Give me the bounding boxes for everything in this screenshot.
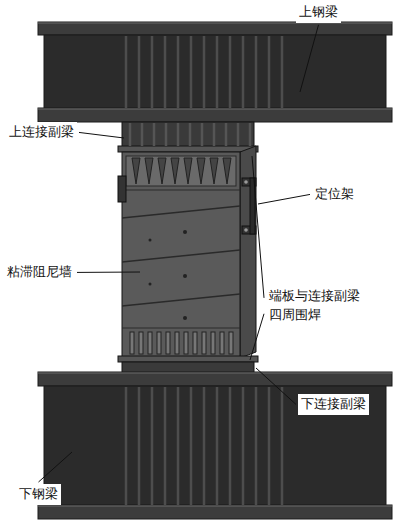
upper-sub-beam: [118, 122, 258, 152]
stiffener: [242, 387, 245, 505]
stiffener: [190, 387, 193, 505]
stiffener: [203, 36, 206, 108]
bracket: [223, 158, 231, 184]
bracket: [171, 158, 179, 184]
stiffener: [125, 387, 128, 505]
leader-line: [39, 452, 73, 482]
stiffener: [177, 36, 180, 108]
callout-label: 定位架: [312, 184, 357, 205]
stiffener: [268, 387, 271, 505]
stiffener: [225, 123, 228, 146]
stiffener: [281, 36, 284, 108]
stiffener: [138, 387, 141, 505]
stiffener: [249, 123, 252, 146]
stud: [166, 332, 170, 354]
leader-line: [256, 368, 296, 404]
stiffener: [242, 36, 245, 108]
bracket: [132, 158, 140, 184]
stiffener: [138, 36, 141, 108]
stiffener: [189, 123, 192, 146]
positioning-frame: [118, 176, 256, 234]
leader-line: [250, 314, 264, 360]
leader-line: [77, 272, 140, 273]
lower-sub-beam: [118, 356, 258, 374]
callout-label: 上连接副梁: [6, 122, 77, 143]
stiffener: [164, 36, 167, 108]
stiffener: [229, 387, 232, 505]
bracket: [158, 158, 166, 184]
bracket: [197, 158, 205, 184]
stiffener: [201, 123, 204, 146]
stud: [229, 332, 233, 354]
stiffener: [213, 123, 216, 146]
bracket: [210, 158, 218, 184]
stud: [220, 332, 224, 354]
leader-line: [252, 156, 264, 298]
lower-steel-beam: [38, 372, 392, 519]
stud: [130, 332, 134, 354]
stud: [175, 332, 179, 354]
stud: [157, 332, 161, 354]
stiffener: [229, 36, 232, 108]
stiffener: [164, 387, 167, 505]
stiffener: [151, 36, 154, 108]
stiffener: [216, 387, 219, 505]
bracket: [145, 158, 153, 184]
leader-line: [258, 194, 310, 204]
stiffener: [177, 123, 180, 146]
callout-label: 下连接副梁: [298, 394, 369, 415]
stud: [148, 332, 152, 354]
stiffener: [125, 36, 128, 108]
callout-label: 上钢梁: [296, 2, 341, 23]
stiffener: [216, 36, 219, 108]
stiffener: [165, 123, 168, 146]
leader-line: [79, 132, 124, 138]
stiffener: [237, 123, 240, 146]
stiffener: [203, 387, 206, 505]
stud: [184, 332, 188, 354]
damping-wall: [118, 146, 256, 358]
stiffener: [268, 36, 271, 108]
stiffener: [255, 36, 258, 108]
leader-line: [300, 25, 319, 92]
stiffener: [281, 387, 284, 505]
upper-steel-beam: [38, 22, 392, 122]
stiffener: [129, 123, 132, 146]
stud: [211, 332, 215, 354]
stud: [193, 332, 197, 354]
stiffener: [141, 123, 144, 146]
stud: [139, 332, 143, 354]
stiffener: [190, 36, 193, 108]
stiffener: [255, 387, 258, 505]
stiffener: [153, 123, 156, 146]
stiffener: [151, 387, 154, 505]
callout-label: 粘滞阻尼墙: [4, 262, 75, 283]
stud: [202, 332, 206, 354]
callout-label: 端板与连接副梁 四周围焊: [266, 286, 376, 326]
stiffener: [177, 387, 180, 505]
callout-label: 下钢梁: [16, 484, 61, 505]
bracket: [184, 158, 192, 184]
